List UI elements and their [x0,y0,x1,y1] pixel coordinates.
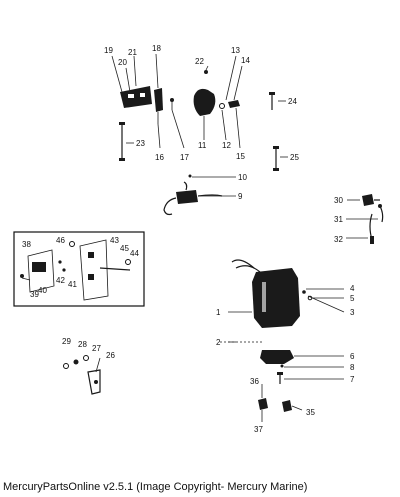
callout-5: 5 [350,294,355,303]
callout-25: 25 [290,153,299,162]
solenoid-assembly [193,70,240,116]
callout-31: 31 [334,215,343,224]
callout-20: 20 [118,58,127,67]
copyright-footer: MercuryPartsOnline v2.5.1 (Image Copyrig… [3,481,308,493]
bracket-assembly [120,86,174,124]
callout-40: 40 [38,286,47,295]
callout-12: 12 [222,141,231,150]
callout-21: 21 [128,48,137,57]
callout-38: 38 [22,240,31,249]
callout-8: 8 [350,363,355,372]
callout-36: 36 [250,377,259,386]
callout-17: 17 [180,153,189,162]
callout-14: 14 [241,56,250,65]
bolts-top [119,92,279,171]
callout-24: 24 [288,97,297,106]
inset-frame [13,231,145,307]
callout-3: 3 [350,308,355,317]
callout-23: 23 [136,139,145,148]
callout-27: 27 [92,344,101,353]
wires-right [362,194,384,244]
callout-10: 10 [238,173,247,182]
pump-motor [231,259,313,328]
callout-13: 13 [231,46,240,55]
callout-39: 39 [30,290,39,299]
callout-42: 42 [56,276,65,285]
callout-19: 19 [104,46,113,55]
callout-9: 9 [238,192,243,201]
harness-9 [163,174,223,216]
callout-46: 46 [56,236,65,245]
callout-22: 22 [195,57,204,66]
leader-lines [95,53,378,422]
callout-1: 1 [216,308,221,317]
bracket-26 [63,355,101,395]
callout-29: 29 [62,337,71,346]
callout-labels: 19 21 20 18 22 13 14 24 23 16 17 11 12 1… [22,44,355,434]
callout-32: 32 [334,235,343,244]
callout-16: 16 [155,153,164,162]
callout-30: 30 [334,196,343,205]
callout-2: 2 [216,338,221,347]
callout-37: 37 [254,425,263,434]
callout-44: 44 [130,249,139,258]
callout-6: 6 [350,352,355,361]
callout-15: 15 [236,152,245,161]
callout-41: 41 [68,280,77,289]
callout-35: 35 [306,408,315,417]
callout-18: 18 [152,44,161,53]
inset-parts [20,239,131,301]
callout-11: 11 [198,141,207,150]
callout-7: 7 [350,375,355,384]
callout-28: 28 [78,340,87,349]
callout-4: 4 [350,284,355,293]
callout-26: 26 [106,351,115,360]
callout-43: 43 [110,236,119,245]
lower-parts [220,341,294,412]
callout-45: 45 [120,244,129,253]
